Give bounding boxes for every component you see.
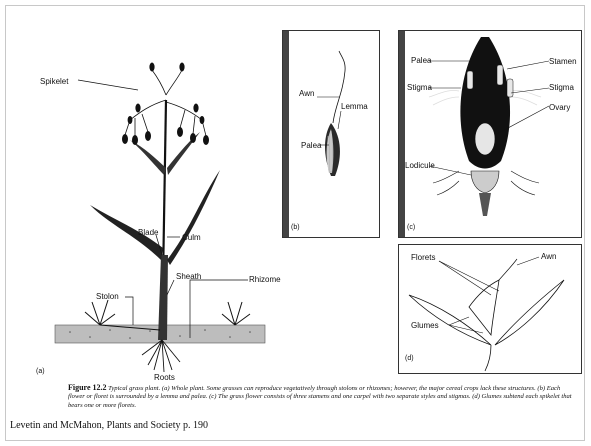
label-lodicule: Lodicule	[405, 161, 435, 170]
leader-lines-d	[439, 257, 539, 333]
ovary-shape	[475, 123, 495, 155]
scale-strip-b	[283, 31, 289, 237]
grass-plant-illustration	[30, 40, 280, 380]
panel-letter-a: (a)	[36, 368, 45, 375]
label-lemma: Lemma	[341, 102, 368, 111]
label-awn-d: Awn	[541, 252, 556, 261]
caption-title: Figure 12.2	[68, 383, 107, 392]
floret-center	[469, 280, 499, 335]
glume-right	[495, 280, 564, 345]
label-awn-b: Awn	[299, 89, 314, 98]
panel-d-spikelet: Florets Awn Glumes (d)	[398, 244, 582, 374]
label-stamen: Stamen	[549, 57, 577, 66]
label-stolon: Stolon	[96, 292, 119, 301]
label-palea-c: Palea	[411, 56, 431, 65]
spikelet-illustration	[399, 245, 581, 373]
glume-left	[409, 295, 491, 345]
label-stigma-left: Stigma	[407, 83, 432, 92]
panel-letter-c: (c)	[407, 224, 415, 231]
blade-right	[167, 170, 220, 265]
citation: Levetin and McMahon, Plants and Society …	[10, 420, 208, 431]
awn-line	[333, 51, 345, 123]
awn-d-line	[499, 259, 517, 280]
label-sheath: Sheath	[176, 272, 201, 281]
label-blade: Blade	[138, 228, 158, 237]
panel-a-whole-plant: Spikelet Blade Culm Sheath Stolon Rhizom…	[30, 40, 280, 380]
label-stigma-right: Stigma	[549, 83, 574, 92]
label-culm: Culm	[182, 233, 201, 242]
panel-c-flower: Palea Stigma Stamen Stigma Ovary Lodicul…	[398, 30, 582, 238]
scale-strip-c	[399, 31, 405, 237]
sheath-shape	[158, 255, 168, 340]
roots	[142, 340, 180, 372]
label-rhizome: Rhizome	[249, 275, 281, 284]
label-florets: Florets	[411, 253, 435, 262]
label-glumes: Glumes	[411, 321, 439, 330]
blade-upper-left	[130, 140, 166, 175]
panel-b-floret: Awn Lemma Palea (b)	[282, 30, 380, 238]
panel-letter-d: (d)	[405, 355, 414, 362]
panel-letter-b: (b)	[291, 224, 300, 231]
rachilla-shape	[479, 193, 491, 216]
pedicel	[485, 345, 491, 371]
label-ovary: Ovary	[549, 103, 570, 112]
label-spikelet: Spikelet	[40, 77, 68, 86]
caption-subtitle: Typical grass plant.	[108, 385, 160, 392]
label-palea-b: Palea	[301, 141, 321, 150]
lodicule-shape	[471, 171, 499, 193]
figure-caption: Figure 12.2 Typical grass plant. (a) Who…	[68, 384, 576, 410]
label-roots: Roots	[154, 373, 175, 382]
floret-illustration	[283, 31, 379, 237]
